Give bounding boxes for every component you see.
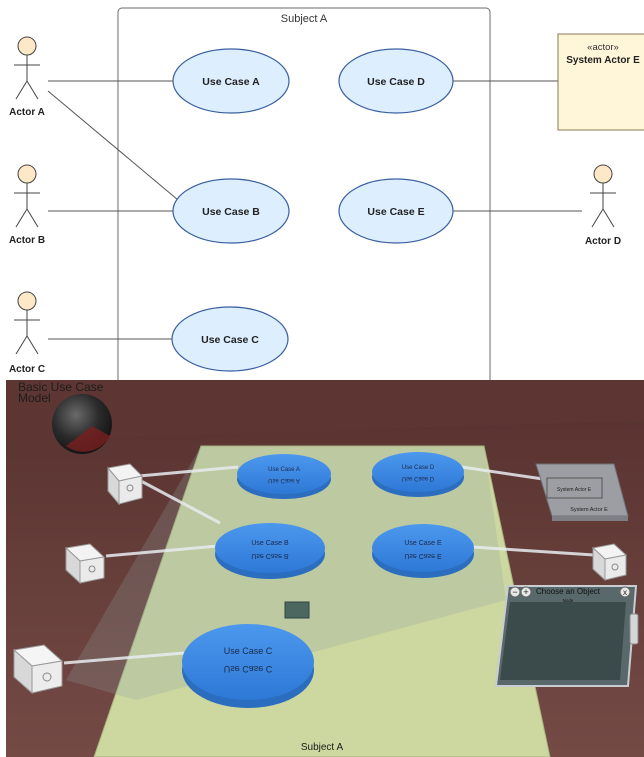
- scene-system-actor-e-name: System Actor E: [570, 507, 608, 513]
- actor-a-label: Actor A: [9, 107, 45, 118]
- uml-diagram-canvas: Subject A Use Case A Use Case B Use Case…: [9, 7, 644, 380]
- scene-use-case-b-label: Use Case B: [251, 540, 289, 547]
- assoc-a-ucb: [47, 90, 179, 201]
- scene-use-case-c-mirror: Use Case C: [224, 664, 273, 674]
- scene-use-case-e[interactable]: Use Case E Use Case E: [372, 524, 474, 578]
- chooser-subtitle: Node: [563, 598, 574, 603]
- actor-d-head-icon: [593, 164, 613, 184]
- chooser-scrollbar[interactable]: [629, 613, 639, 645]
- actor-d[interactable]: [590, 164, 616, 228]
- association-lines: [47, 80, 582, 340]
- scene-use-case-a-mirror: Use Case A: [268, 477, 300, 483]
- actor-c-label: Actor C: [9, 364, 45, 375]
- use-case-a[interactable]: Use Case A: [172, 48, 290, 114]
- use-case-a-label: Use Case A: [202, 76, 260, 88]
- chooser-minus-button[interactable]: −: [509, 586, 521, 598]
- use-case-e[interactable]: Use Case E: [338, 178, 454, 244]
- scene-actor-a-cube[interactable]: [107, 463, 144, 506]
- actor-c-head-icon: [17, 291, 37, 311]
- scene-use-case-d[interactable]: Use Case D Use Case D: [372, 452, 464, 497]
- svg-text:x: x: [623, 588, 627, 597]
- choose-object-panel[interactable]: − + x Choose an Object Node: [494, 585, 639, 687]
- scene-sphere[interactable]: [52, 394, 112, 454]
- scene-use-case-e-label: Use Case E: [404, 540, 442, 547]
- use-case-b[interactable]: Use Case B: [172, 178, 290, 244]
- scene-use-case-b[interactable]: Use Case B Use Case B: [215, 523, 325, 579]
- use-case-c-label: Use Case C: [201, 334, 259, 346]
- scene-use-case-b-mirror: Use Case B: [251, 552, 289, 559]
- subject-label: Subject A: [281, 13, 328, 25]
- chooser-close-button[interactable]: x: [619, 586, 631, 598]
- use-case-c[interactable]: Use Case C: [171, 306, 289, 372]
- scene-actor-b-cube[interactable]: [64, 543, 106, 585]
- svg-text:+: +: [523, 587, 528, 597]
- board-marker[interactable]: [284, 601, 310, 619]
- actor-a[interactable]: [14, 36, 40, 100]
- scene-model-title: Basic Use Case Model: [18, 380, 104, 405]
- scene-system-actor-e[interactable]: System Actor E System Actor E: [535, 463, 629, 521]
- use-case-d-label: Use Case D: [367, 76, 425, 88]
- system-actor-e-stereotype: «actor»: [587, 42, 619, 53]
- scene-use-case-a[interactable]: Use Case A Use Case A: [237, 454, 331, 499]
- scene-use-case-c[interactable]: Use Case C Use Case C: [182, 624, 314, 708]
- scene-use-case-d-label: Use Case D: [402, 465, 435, 471]
- scene-subject-label: Subject A: [301, 742, 344, 753]
- scene-actor-d-cube[interactable]: [591, 543, 628, 582]
- model-3d-viewport[interactable]: Use Case A Use Case A Use Case D Use Cas…: [6, 380, 644, 757]
- chooser-plus-button[interactable]: +: [520, 586, 532, 598]
- scene-use-case-c-label: Use Case C: [224, 646, 273, 656]
- actor-c[interactable]: [14, 291, 40, 355]
- scene-use-case-d-mirror: Use Case D: [402, 475, 435, 481]
- actor-b-label: Actor B: [9, 235, 45, 246]
- use-case-b-label: Use Case B: [202, 206, 260, 218]
- scene-canvas: Use Case A Use Case A Use Case D Use Cas…: [6, 380, 644, 757]
- actor-b[interactable]: [14, 164, 40, 228]
- actor-b-head-icon: [17, 164, 37, 184]
- system-actor-e[interactable]: «actor» System Actor E: [557, 33, 644, 131]
- uml-diagram: Subject A Use Case A Use Case B Use Case…: [8, 7, 644, 380]
- scene-connectors: [63, 464, 595, 665]
- use-case-d[interactable]: Use Case D: [338, 48, 454, 114]
- scene-actor-c-cube[interactable]: [12, 644, 64, 695]
- scene-use-case-a-label: Use Case A: [268, 467, 300, 473]
- scene-system-actor-e-inner: System Actor E: [557, 487, 592, 493]
- use-case-e-label: Use Case E: [367, 206, 424, 218]
- scene-use-case-e-mirror: Use Case E: [404, 552, 442, 559]
- actor-d-label: Actor D: [585, 236, 621, 247]
- svg-text:−: −: [512, 587, 517, 597]
- chooser-title: Choose an Object: [536, 587, 601, 596]
- system-actor-e-name: System Actor E: [566, 55, 640, 66]
- actor-a-head-icon: [17, 36, 37, 56]
